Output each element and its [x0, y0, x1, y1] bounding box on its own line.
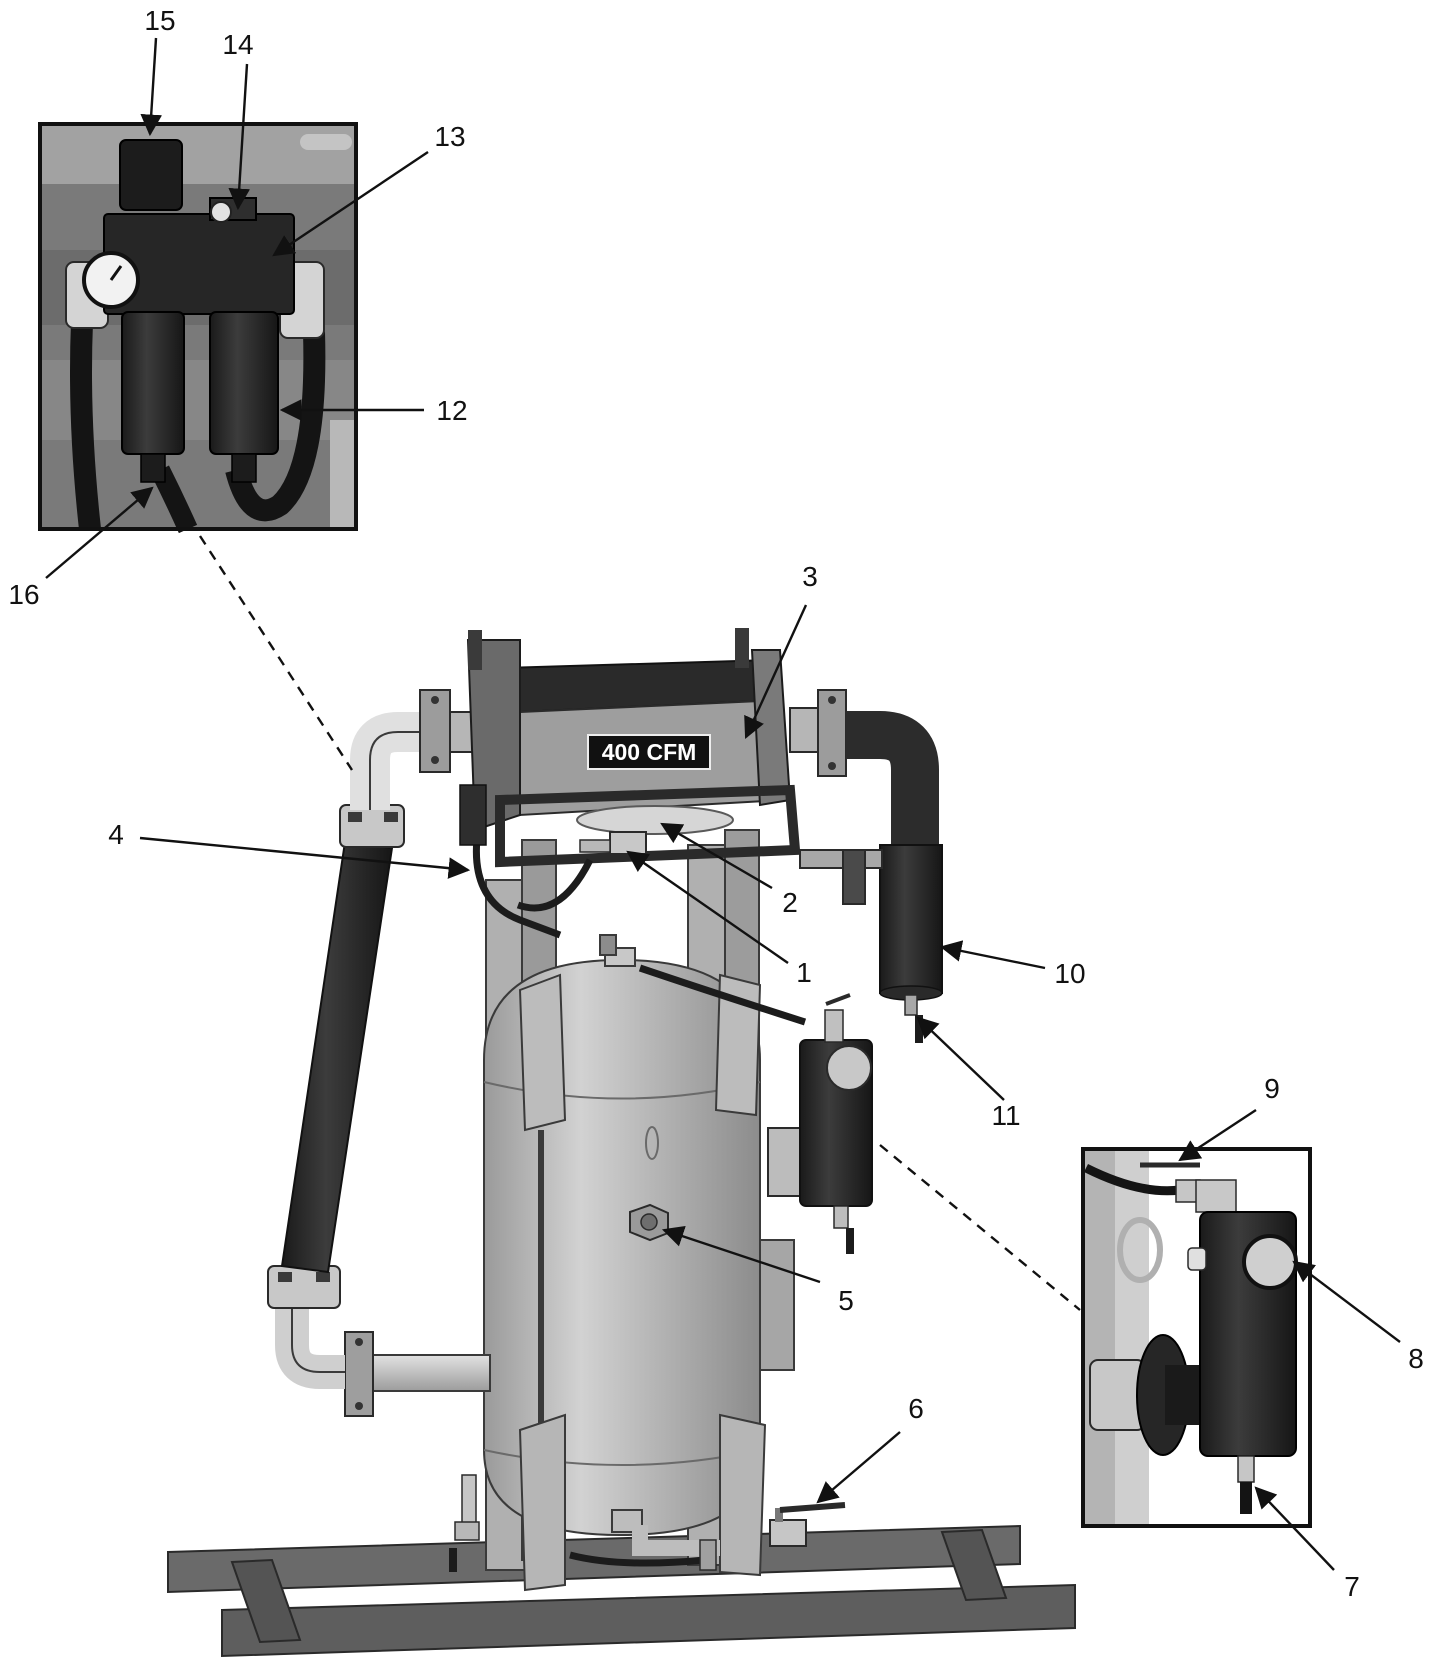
callout-leaders [45, 37, 1401, 1571]
callout-8: 8 [1408, 1343, 1424, 1374]
callout-3: 3 [802, 561, 818, 592]
dryer-head-unit: 400 CFM [466, 628, 801, 868]
outlet-pipe [789, 689, 943, 1043]
front-brackets [518, 973, 767, 1592]
inset-filter-regulator [38, 122, 358, 534]
leader-7 [1254, 1486, 1335, 1571]
leader-5 [661, 1225, 821, 1284]
callout-2: 2 [782, 887, 798, 918]
callout-12: 12 [436, 395, 467, 426]
leader-13 [272, 151, 429, 257]
callout-1: 1 [796, 957, 812, 988]
callout-16: 16 [8, 579, 39, 610]
leader-15 [140, 37, 162, 137]
water-separator [767, 993, 873, 1254]
callout-14: 14 [222, 29, 253, 60]
leader-8 [1292, 1260, 1401, 1343]
leader-16 [45, 486, 154, 579]
leader-11 [916, 1016, 1005, 1101]
callout-13: 13 [434, 121, 465, 152]
leader-14 [228, 63, 250, 211]
leader-2 [660, 822, 773, 890]
leader-4 [139, 836, 471, 879]
callout-6: 6 [908, 1393, 924, 1424]
skid-base [167, 1524, 1076, 1658]
inset-separator-detail [1081, 1147, 1312, 1528]
callout-9: 9 [1264, 1073, 1280, 1104]
lower-piping [267, 1265, 846, 1572]
detail-relation-lines [198, 535, 1081, 1311]
large-inlet-hose [280, 804, 405, 1274]
leader-1 [626, 850, 789, 964]
leader-9 [1178, 1108, 1257, 1162]
callout-labels: 1 2 3 4 5 6 7 8 9 10 11 12 13 14 15 16 [8, 5, 1423, 1602]
small-hoses [459, 784, 807, 1026]
leader-6 [816, 1431, 901, 1504]
leader-10 [939, 940, 1046, 970]
nameplate-label: 400 CFM [602, 739, 697, 765]
upper-inlet-elbow [350, 689, 501, 810]
leader-3 [744, 604, 808, 739]
callout-4: 4 [108, 819, 124, 850]
callout-10: 10 [1054, 958, 1085, 989]
callout-7: 7 [1344, 1571, 1360, 1602]
callout-15: 15 [144, 5, 175, 36]
callout-11: 11 [991, 1100, 1020, 1131]
callout-5: 5 [838, 1285, 854, 1316]
